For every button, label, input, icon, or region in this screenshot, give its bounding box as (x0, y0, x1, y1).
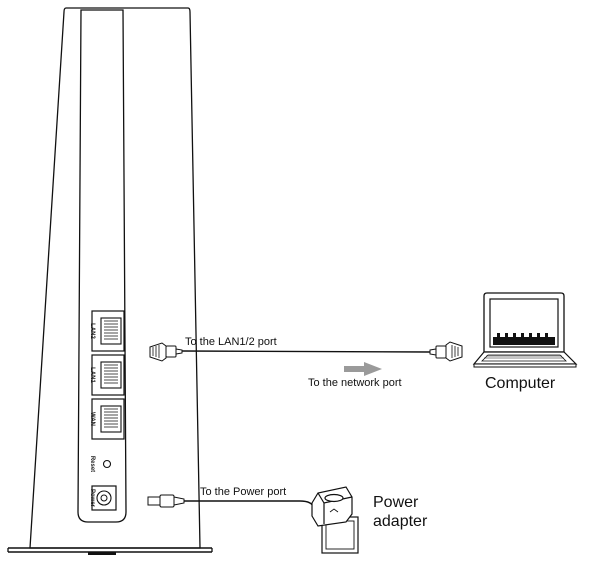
power-jack: Power (89, 485, 117, 511)
network-port-label: To the network port (308, 377, 402, 389)
router (7, 7, 213, 555)
power-adapter-label-line2: adapter (373, 513, 428, 530)
port-label-wan: WAN (89, 412, 95, 426)
dc-plug-icon (147, 494, 185, 508)
power-cable-label: To the Power port (200, 486, 286, 498)
port-lan2: LAN2 (89, 310, 125, 352)
port-lan1: LAN1 (89, 354, 125, 396)
rj45-plug-left-icon (149, 342, 183, 362)
rj45-plug-right-icon (429, 341, 463, 362)
port-label-reset: Reset (89, 456, 95, 472)
power-adapter-label-line1: Power (373, 494, 419, 511)
router-back-panel (77, 9, 127, 523)
port-label-power: Power (89, 489, 95, 508)
computer-label: Computer (485, 375, 556, 392)
lan-cable-label: To the LAN1/2 port (185, 336, 277, 348)
direction-arrow (344, 362, 382, 376)
reset-button: Reset (89, 456, 112, 472)
power-adapter-icon (311, 486, 359, 554)
ethernet-cable (149, 341, 463, 362)
router-body (29, 7, 201, 549)
port-wan: WAN (89, 398, 125, 440)
port-label-lan1: LAN1 (89, 367, 95, 383)
laptop-icon (472, 292, 578, 368)
port-label-lan2: LAN2 (89, 323, 95, 339)
